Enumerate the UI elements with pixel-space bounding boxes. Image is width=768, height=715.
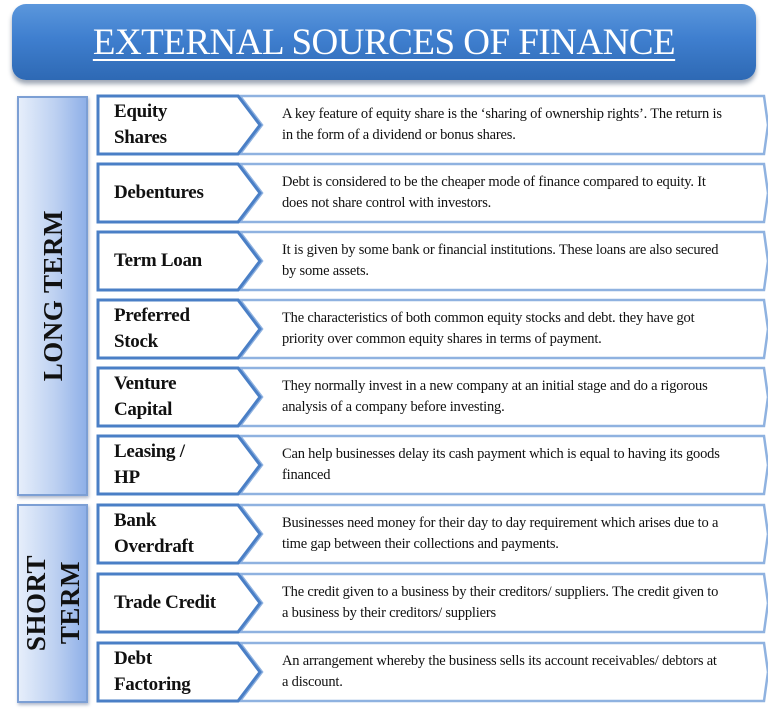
source-name: Leasing / HP <box>114 441 185 488</box>
source-name: Bank Overdraft <box>114 510 194 557</box>
source-row-equity-shares: Equity Shares A key feature of equity sh… <box>96 94 768 156</box>
source-description: Can help businesses delay its cash payme… <box>282 446 720 483</box>
source-description: Debt is considered to be the cheaper mod… <box>282 174 706 211</box>
chevron-arrow-icon <box>96 641 768 703</box>
chevron-arrow-icon <box>96 230 768 292</box>
chevron-arrow-icon <box>96 162 768 224</box>
chevron-arrow-icon <box>96 503 768 565</box>
chevron-arrow-icon <box>96 366 768 428</box>
group-short-term: SHORT TERM <box>17 504 88 703</box>
source-name: Debentures <box>114 182 204 203</box>
page-title: EXTERNAL SOURCES OF FINANCE <box>92 21 676 63</box>
group-label-short-term: SHORT TERM <box>20 555 85 652</box>
source-name: Term Loan <box>114 250 202 271</box>
group-label-long-term: LONG TERM <box>37 210 68 382</box>
source-row-preferred-stock: Preferred Stock The characteristics of b… <box>96 298 768 360</box>
chevron-arrow-icon <box>96 94 768 156</box>
source-description: The characteristics of both common equit… <box>282 310 695 347</box>
source-name: Venture Capital <box>114 373 177 420</box>
source-description: It is given by some bank or financial in… <box>282 242 719 279</box>
source-row-debt-factoring: Debt Factoring An arrangement whereby th… <box>96 641 768 703</box>
source-description: The credit given to a business by their … <box>282 584 719 621</box>
source-name: Equity Shares <box>114 101 168 148</box>
source-description: Businesses need money for their day to d… <box>282 515 719 552</box>
source-row-debentures: Debentures Debt is considered to be the … <box>96 162 768 224</box>
source-row-venture-capital: Venture Capital They normally invest in … <box>96 366 768 428</box>
source-row-trade-credit: Trade Credit The credit given to a busin… <box>96 572 768 634</box>
source-description: They normally invest in a new company at… <box>282 378 708 415</box>
group-long-term: LONG TERM <box>17 96 88 496</box>
chevron-arrow-icon <box>96 572 768 634</box>
source-row-bank-overdraft: Bank Overdraft Businesses need money for… <box>96 503 768 565</box>
title-banner: EXTERNAL SOURCES OF FINANCE <box>12 4 756 80</box>
source-name: Trade Credit <box>114 592 216 613</box>
source-row-leasing-hp: Leasing / HP Can help businesses delay i… <box>96 434 768 496</box>
source-name: Preferred Stock <box>114 305 190 352</box>
source-description: A key feature of equity share is the ‘sh… <box>282 106 722 143</box>
source-name: Debt Factoring <box>114 648 191 695</box>
source-row-term-loan: Term Loan It is given by some bank or fi… <box>96 230 768 292</box>
chevron-arrow-icon <box>96 298 768 360</box>
source-description: An arrangement whereby the business sell… <box>282 653 717 690</box>
chevron-arrow-icon <box>96 434 768 496</box>
